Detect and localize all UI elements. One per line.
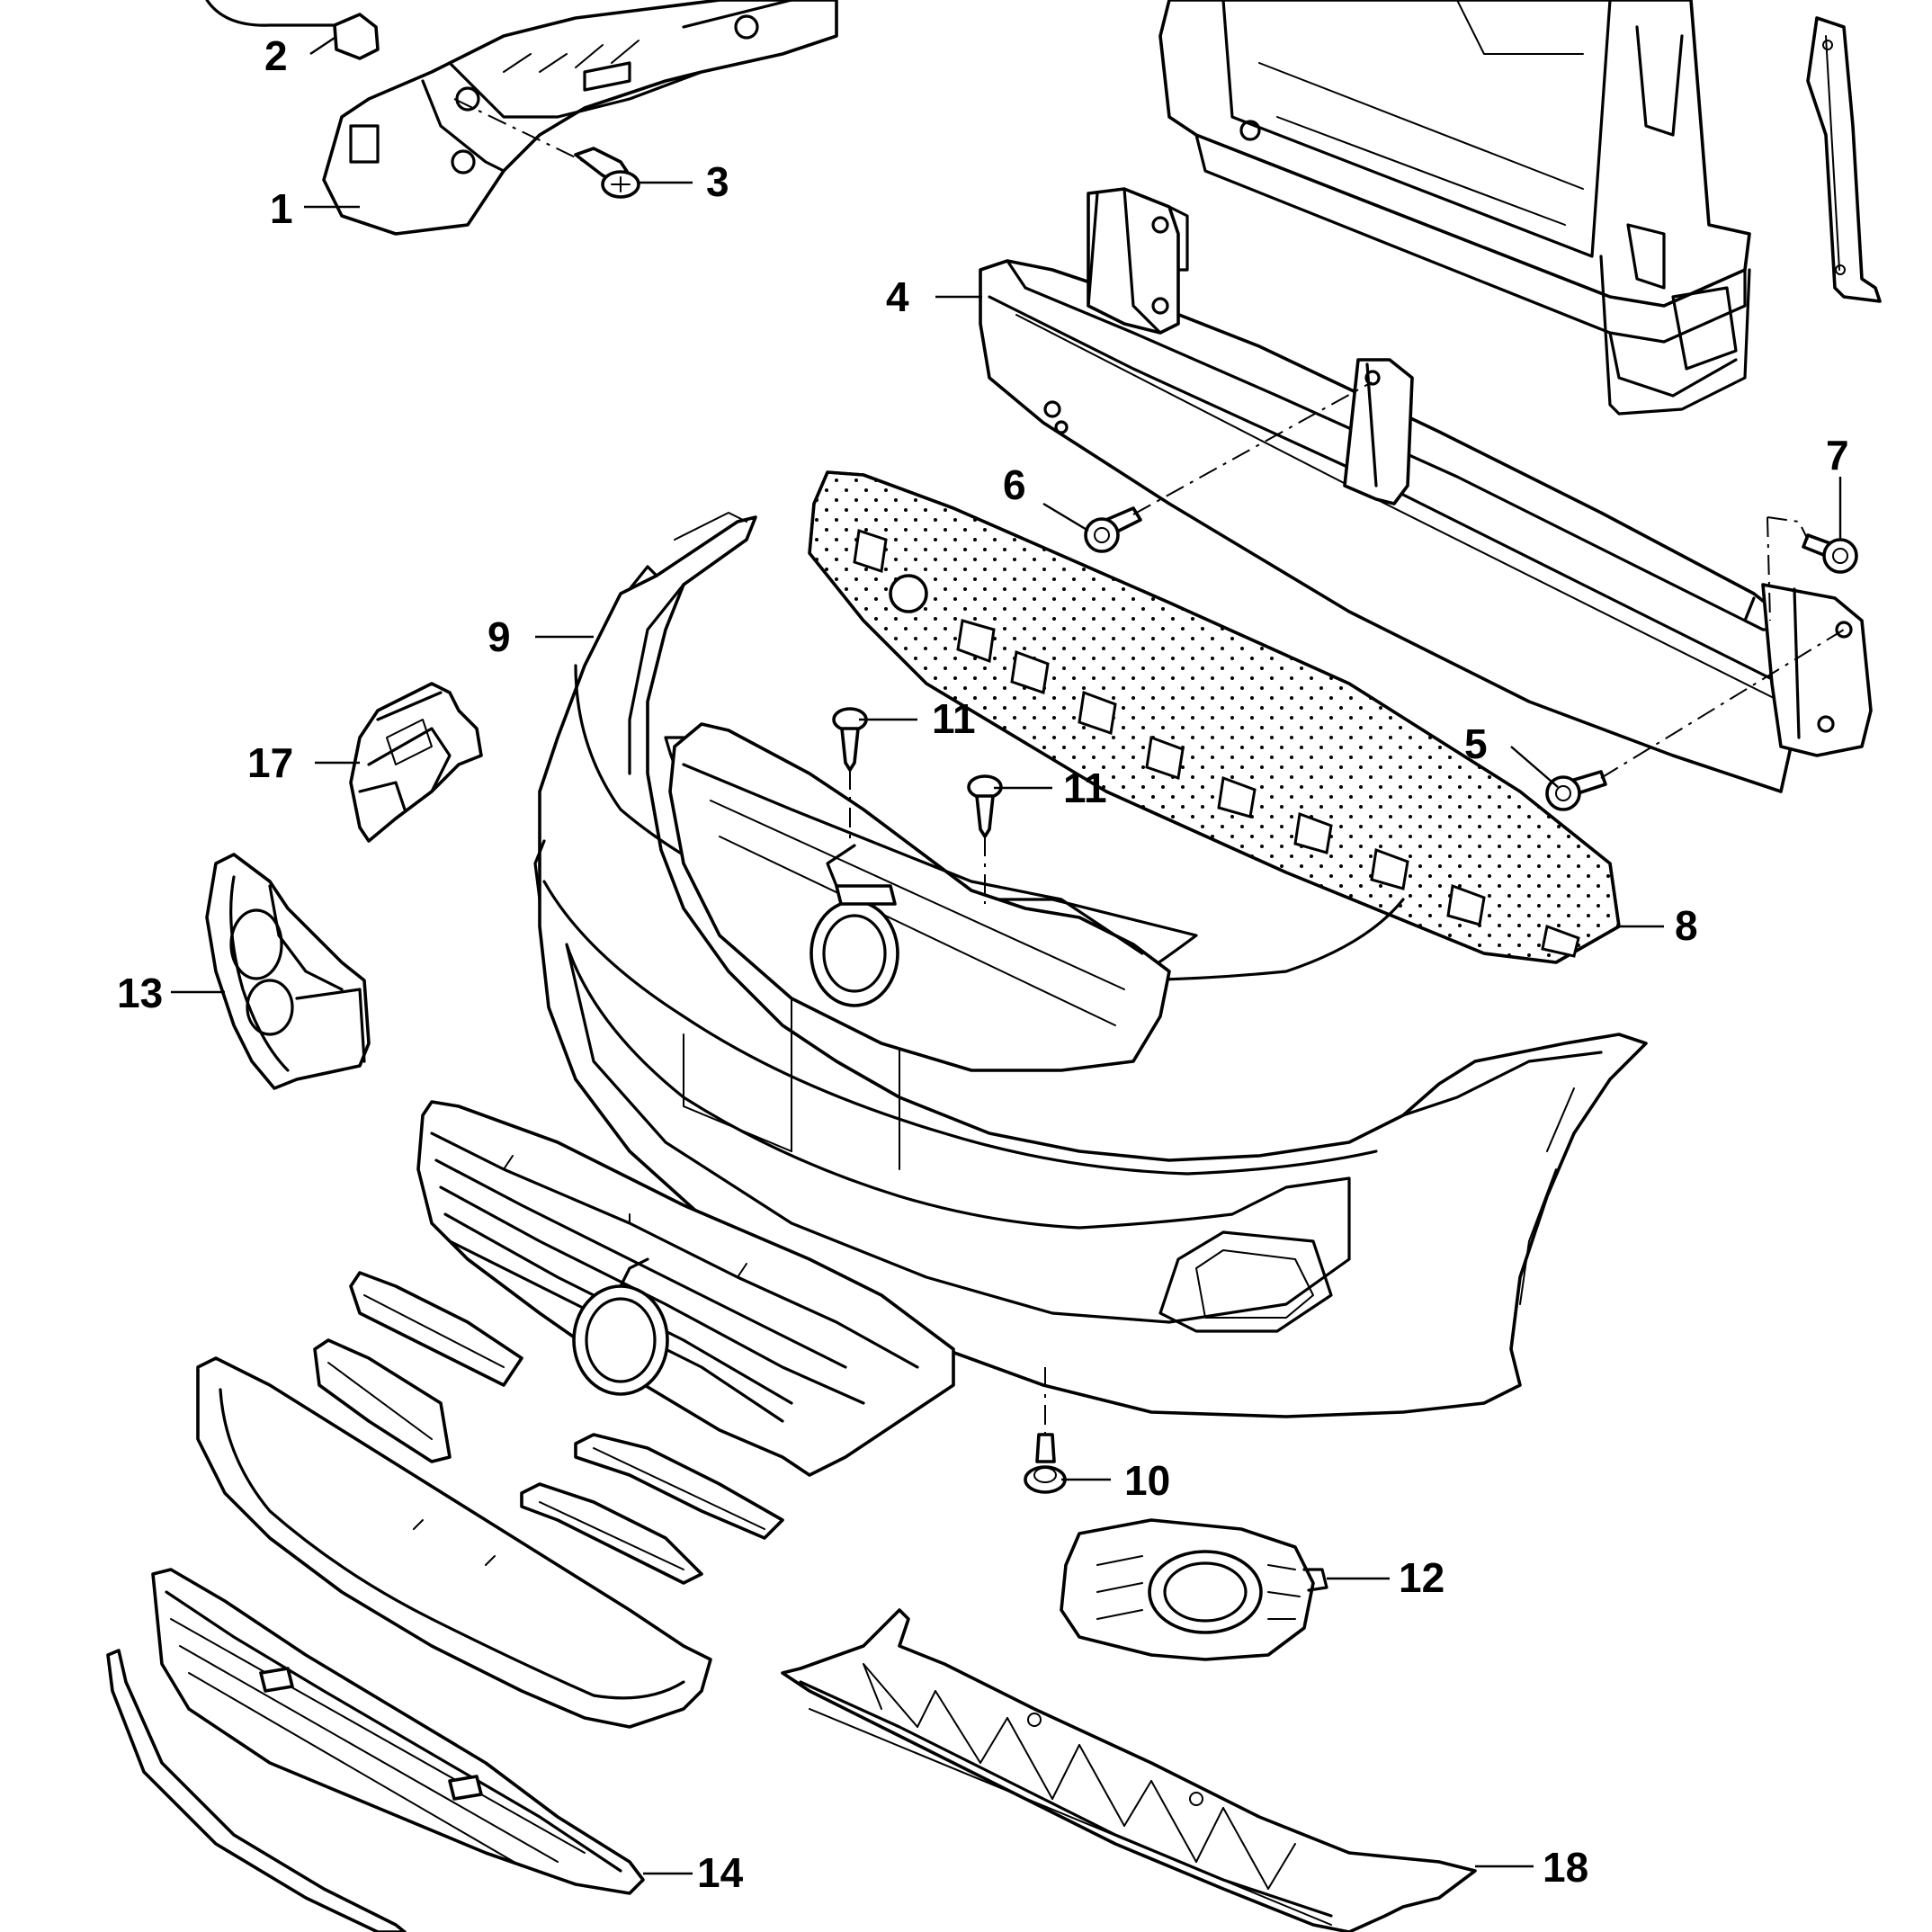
- part-7-screw: [1802, 533, 1858, 574]
- callout-11-lower: 11: [1063, 765, 1107, 811]
- callout-10: 10: [1124, 1457, 1170, 1504]
- grille-trim-strip-upper: [349, 1271, 523, 1387]
- callout-6: 6: [1003, 461, 1026, 508]
- part-18-lower-grille-support: [781, 1608, 1477, 1932]
- lower-trim-strip: [106, 1649, 407, 1932]
- part-4-reinforcement-beam: [979, 187, 1873, 793]
- callout-7: 7: [1826, 432, 1849, 479]
- part-14-lower-grille: [151, 1568, 645, 1895]
- callout-labels: 1 2 3 4 5 6 7 8 9 10 11 11 12 13 14 17 1…: [117, 32, 1849, 1896]
- part-13-fog-light-insert: [205, 853, 371, 1090]
- callout-11-upper: 11: [932, 695, 976, 742]
- callout-12: 12: [1399, 1554, 1445, 1601]
- callout-17: 17: [247, 739, 293, 786]
- part-3-screw: [574, 147, 640, 199]
- part-5-screw: [1545, 770, 1607, 811]
- side-bracket: [1806, 16, 1882, 303]
- part-12-fog-light-bezel: [1060, 1518, 1328, 1661]
- upper-grille: [668, 722, 1171, 1072]
- alignment-lines: [453, 98, 1845, 1435]
- callout-2: 2: [264, 32, 288, 79]
- grille-trim-strip-lower: [520, 1482, 703, 1585]
- callout-1: 1: [270, 185, 293, 232]
- part-11-screw-lower: [967, 774, 1003, 838]
- grille-trim-strip-lower-right: [574, 1433, 784, 1540]
- part-10-screw: [1024, 1433, 1067, 1494]
- part-2-clip: [205, 0, 380, 60]
- part-8-energy-absorber: [808, 470, 1621, 964]
- callout-9: 9: [487, 613, 511, 660]
- callout-3: 3: [706, 158, 729, 205]
- callout-4: 4: [886, 273, 909, 320]
- callout-13: 13: [117, 970, 163, 1016]
- grille-surround-frame: [196, 1356, 712, 1729]
- main-grille: [416, 1100, 955, 1477]
- callout-14: 14: [697, 1849, 744, 1896]
- part-1-bracket: [322, 0, 838, 236]
- part-17-bracket: [349, 682, 483, 843]
- part-11-screw-upper: [832, 707, 868, 772]
- callout-18: 18: [1543, 1844, 1588, 1891]
- leader-lines: [171, 37, 1842, 1875]
- grille-trim-strip-middle: [313, 1338, 452, 1463]
- radiator-support-panel: [1158, 0, 1751, 416]
- part-6-screw: [1084, 506, 1142, 553]
- callout-8: 8: [1675, 902, 1698, 949]
- callout-5: 5: [1464, 720, 1488, 767]
